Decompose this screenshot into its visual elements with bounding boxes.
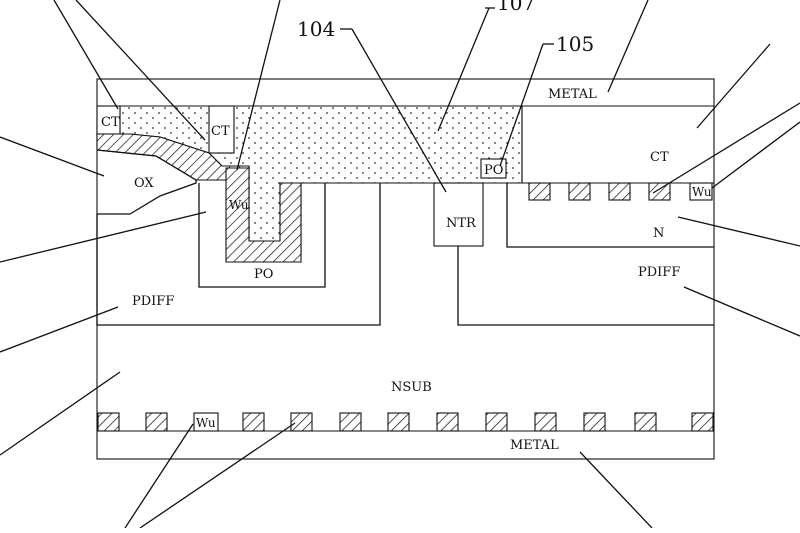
wu-bottom-label: Wu (196, 416, 216, 430)
wu-square (387, 412, 410, 432)
po-region (198, 183, 326, 288)
ct-mid-box (208, 105, 235, 154)
ntr-box (433, 182, 484, 247)
ct-right-label: CT (650, 150, 669, 165)
wu-square (648, 182, 671, 201)
nsub-label: NSUB (391, 380, 432, 395)
ref-105: 105 (556, 32, 594, 56)
wu-square (485, 412, 508, 432)
po-small-box (480, 158, 507, 179)
po-trench-label: PO (254, 267, 273, 282)
wu-label-square (193, 412, 219, 432)
wu-square (568, 182, 591, 201)
wu-square (608, 182, 631, 201)
wu-square (242, 412, 265, 432)
wu-square (290, 412, 313, 432)
pdiff-right-label: PDIFF (638, 265, 680, 280)
pdiff-right-region (457, 246, 714, 326)
wu-square (436, 412, 459, 432)
ox-label: OX (134, 176, 154, 191)
ref-104: 104 (297, 17, 335, 41)
wu-right-row (528, 182, 713, 201)
n-region (506, 183, 714, 248)
wu-square (145, 412, 168, 432)
pdiff-left-label: PDIFF (132, 294, 174, 309)
ct-mid-label: CT (211, 124, 230, 139)
ct-left-label: CT (101, 115, 120, 130)
pdiff-left-region (96, 183, 381, 326)
ref-107: 107 (497, 0, 535, 15)
ox-region (96, 149, 197, 215)
wu-trench (225, 167, 302, 263)
wu-square (583, 412, 606, 432)
wu-label-square (689, 182, 713, 201)
n-region-label: N (653, 226, 664, 241)
wu-square (691, 412, 714, 432)
wu-right-label: Wu (692, 185, 712, 199)
metal-top-label: METAL (548, 87, 597, 102)
wu-square (97, 412, 120, 432)
wu-trench-label: Wu (229, 198, 249, 212)
metal-bottom-label: METAL (510, 438, 559, 453)
wu-square (634, 412, 657, 432)
wu-bottom-row (97, 412, 714, 432)
ntr-label: NTR (446, 216, 477, 231)
wu-square (534, 412, 557, 432)
wu-square (528, 182, 551, 201)
po-small-label: PO (484, 163, 503, 178)
wu-square (339, 412, 362, 432)
trench-gap (250, 183, 280, 241)
